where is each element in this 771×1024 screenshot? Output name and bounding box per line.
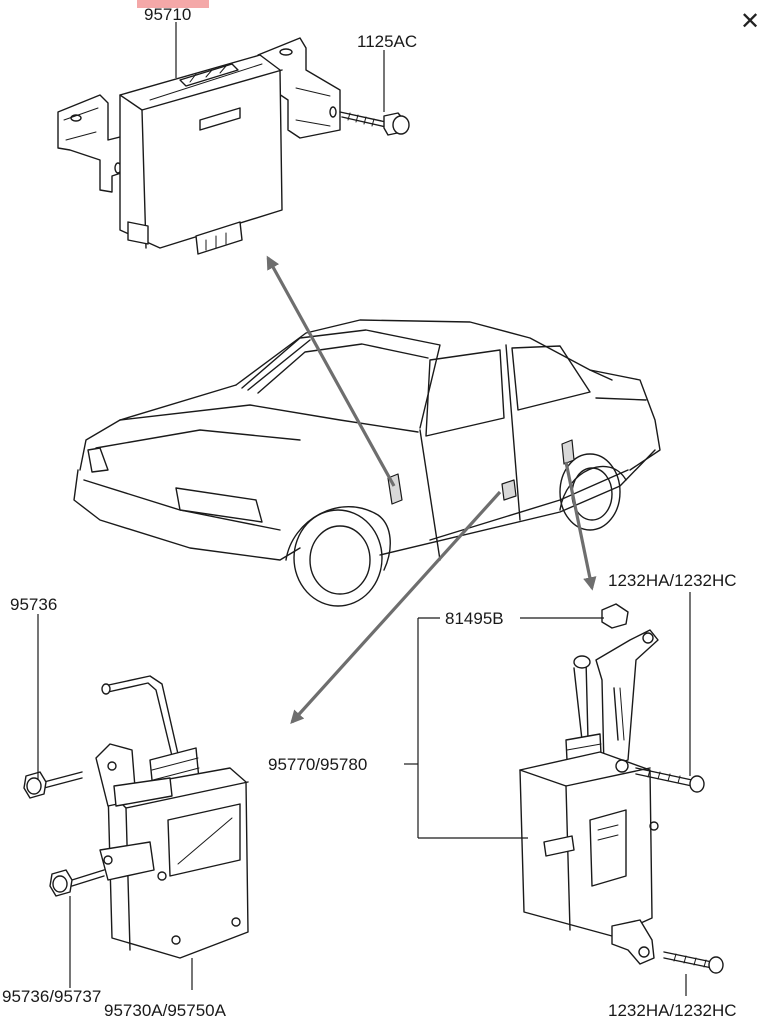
label-95710[interactable]: 95710 xyxy=(144,5,191,24)
label-95736-top[interactable]: 95736 xyxy=(10,595,57,614)
close-button[interactable]: ✕ xyxy=(735,6,765,36)
screw-95736-top xyxy=(23,771,83,799)
screw-95736-bottom xyxy=(49,869,105,897)
label-1125ac[interactable]: 1125AC xyxy=(357,32,417,51)
screw-1232ha-bottom xyxy=(663,951,724,974)
control-module-95710 xyxy=(57,37,341,255)
bolt-1125ac xyxy=(339,111,410,136)
close-icon: ✕ xyxy=(739,7,761,35)
leader-lines xyxy=(37,22,691,996)
actuator-95730a xyxy=(95,675,249,959)
label-95730a-95750a[interactable]: 95730A/95750A xyxy=(104,1001,227,1020)
callout-arrows xyxy=(266,255,597,724)
car-outline xyxy=(73,319,661,607)
label-95736-95737[interactable]: 95736/95737 xyxy=(2,987,101,1006)
label-81495b[interactable]: 81495B xyxy=(445,609,504,628)
screw-1232ha-top xyxy=(635,767,705,793)
part-highlight-95710 xyxy=(137,0,209,8)
actuator-95770 xyxy=(519,603,659,965)
label-95770-95780[interactable]: 95770/95780 xyxy=(268,755,367,774)
label-1232ha-bottom[interactable]: 1232HA/1232HC xyxy=(608,1001,737,1020)
label-1232ha-top[interactable]: 1232HA/1232HC xyxy=(608,571,737,590)
